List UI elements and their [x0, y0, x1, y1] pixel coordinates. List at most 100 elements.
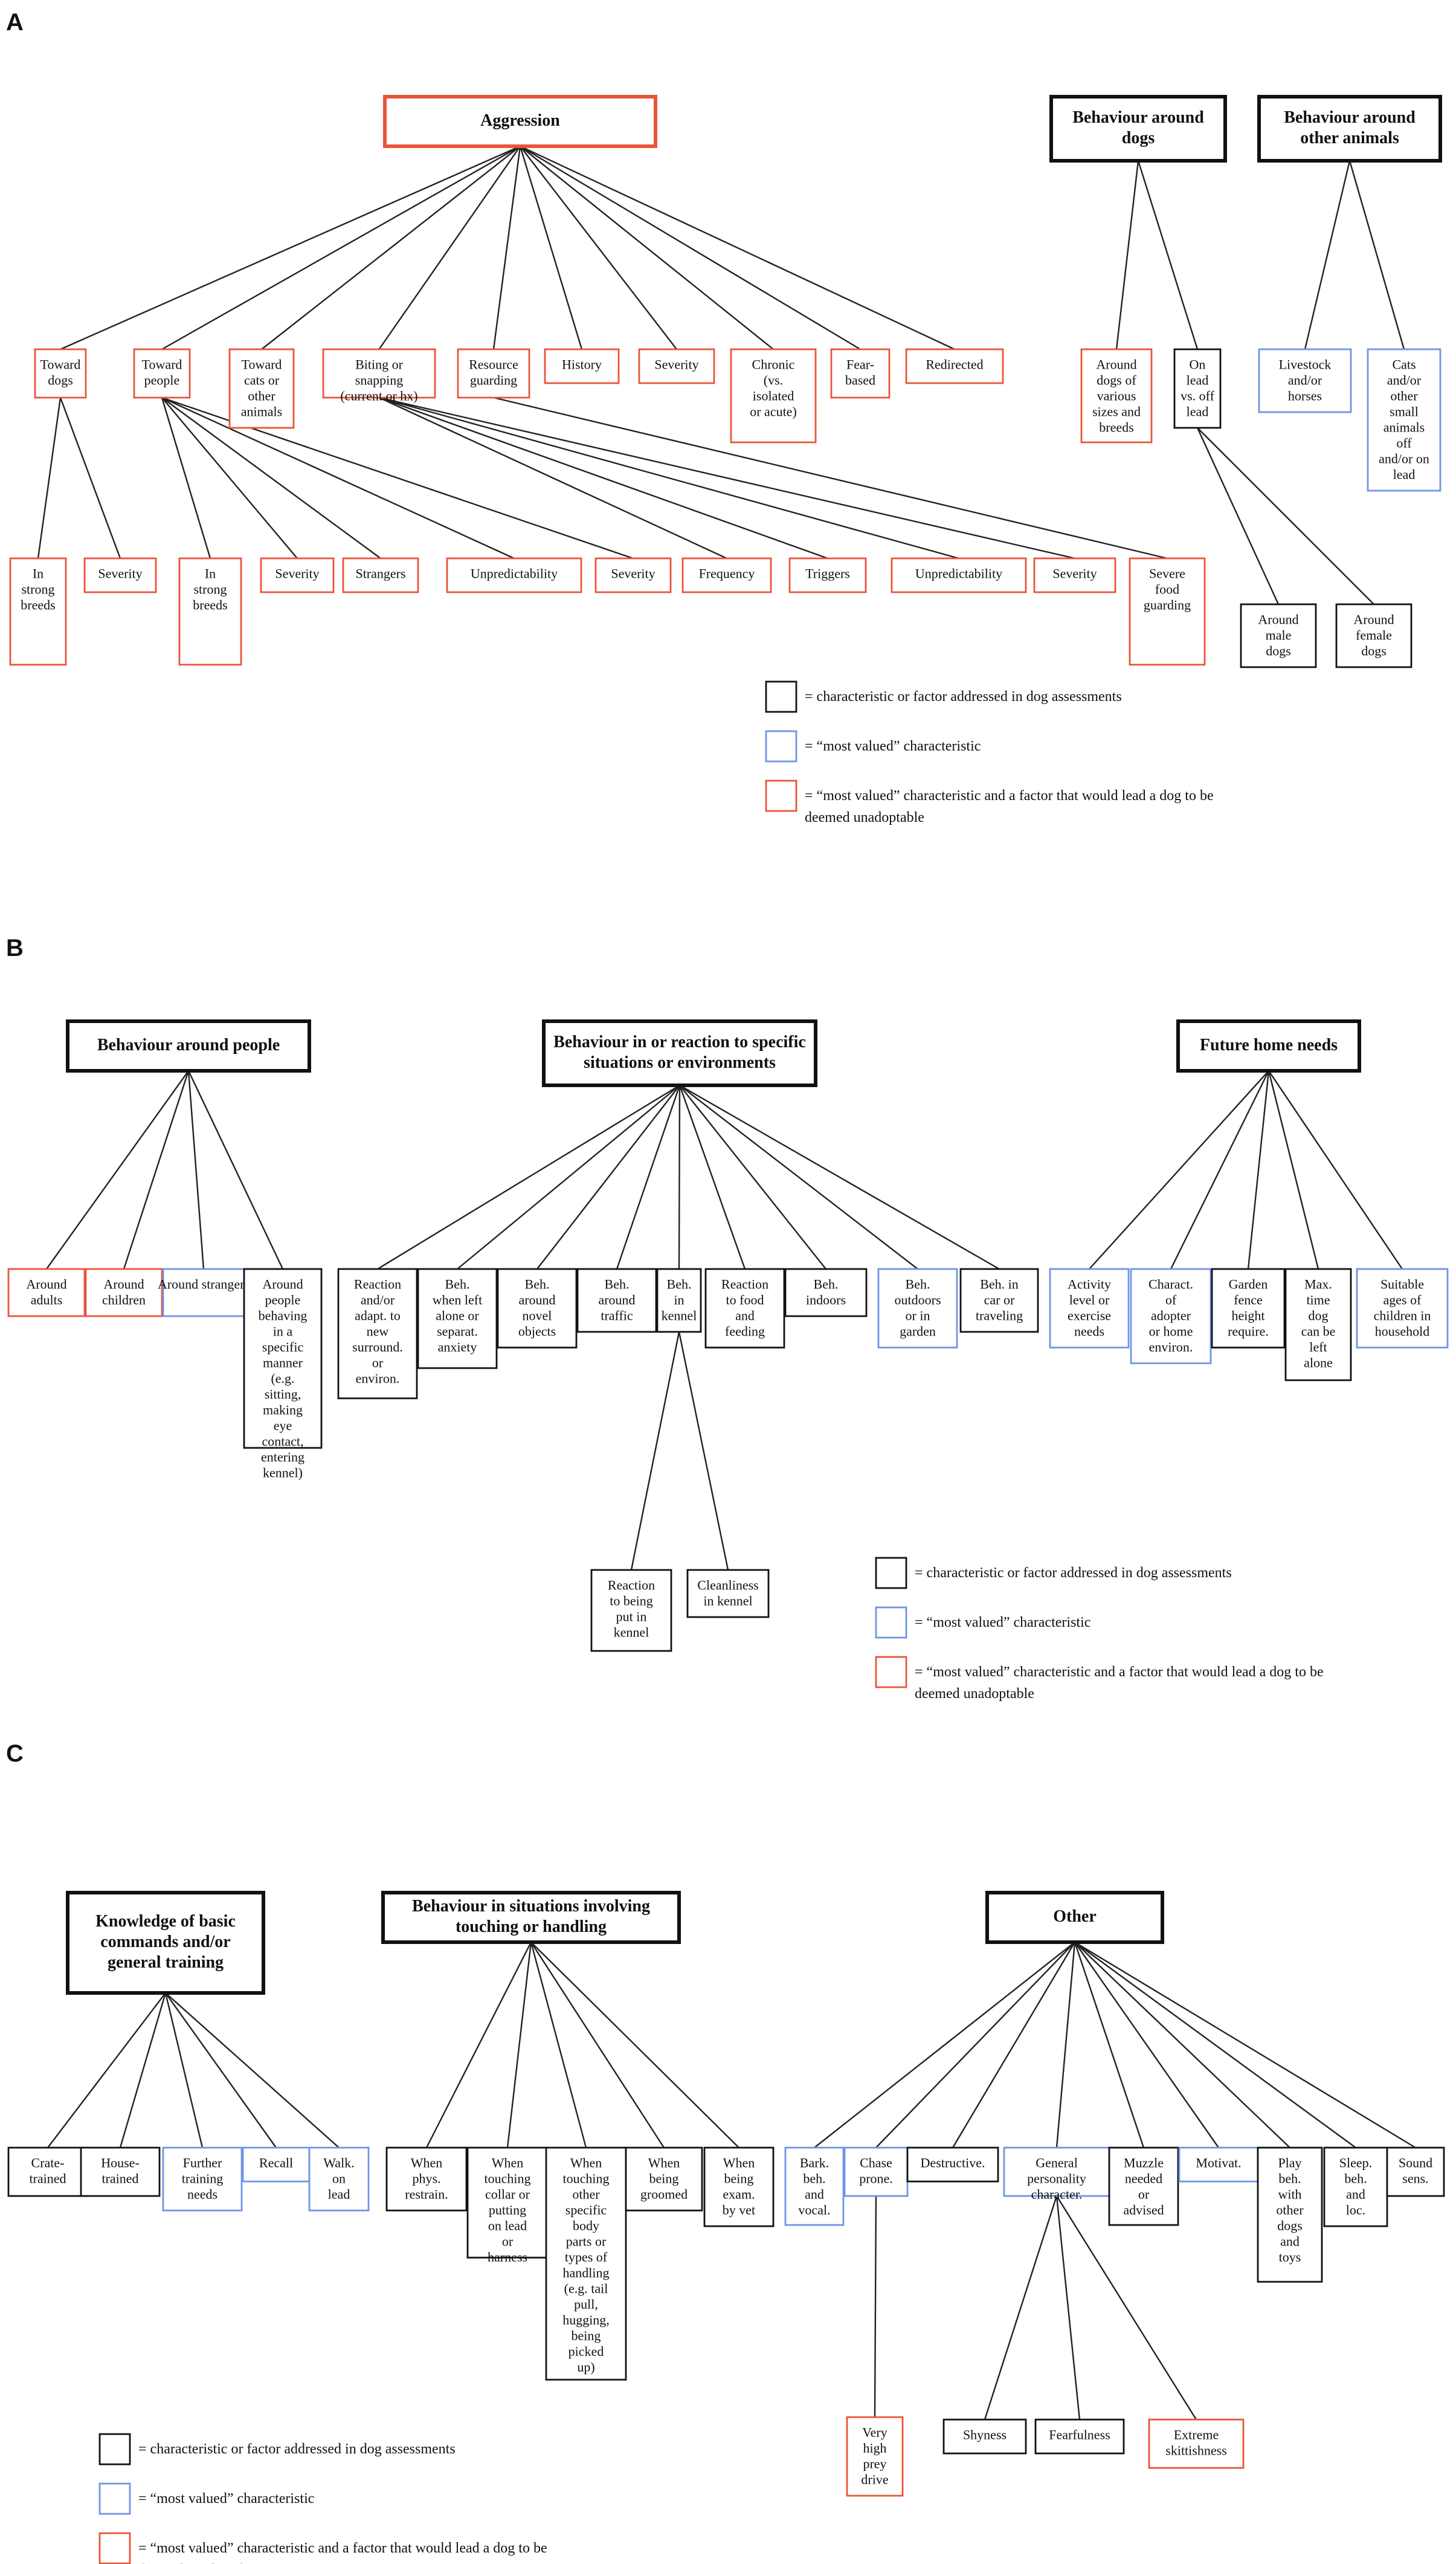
node-box — [308, 2146, 370, 2212]
node-label-line: and — [1346, 2187, 1365, 2202]
node-box — [784, 1268, 868, 1317]
node-label-line: Chronic — [752, 357, 795, 372]
node-box — [703, 2146, 775, 2227]
legend-label-black: = characteristic or factor addressed in … — [138, 2441, 456, 2457]
node-label-line: food — [1155, 582, 1179, 597]
node-label-line: collar or — [485, 2187, 530, 2202]
legend-label-red: = “most valued” characteristic and a fac… — [915, 1664, 1324, 1680]
edge-banimals-to-o_livestock — [1304, 160, 1351, 350]
node-box — [1335, 603, 1413, 668]
node-label: Severity — [275, 566, 319, 581]
node-label-line: garden — [900, 1324, 936, 1339]
node-box — [383, 95, 657, 148]
node-label-line: Beh. — [445, 1277, 470, 1292]
node-l-strangers: Strangers — [342, 557, 419, 593]
node-label-line: female — [1356, 628, 1392, 643]
node-label-line: situations or environments — [584, 1053, 776, 1072]
node-box — [7, 1268, 86, 1317]
node-box — [1049, 95, 1227, 163]
edge-s_kennel-to-k_clean — [678, 1331, 729, 1571]
node-box — [381, 1891, 681, 1944]
node-label-line: specific — [262, 1340, 304, 1355]
node-box — [905, 348, 1004, 384]
node-label-line: and — [1280, 2234, 1300, 2249]
node-box — [417, 1268, 498, 1369]
legend-swatch-red — [875, 1656, 907, 1688]
node-box — [133, 348, 191, 399]
node-label-line: breeds — [193, 598, 227, 613]
edge-d_onlead-to-l_male — [1196, 427, 1280, 605]
node-box — [704, 1268, 785, 1349]
node-box — [843, 2146, 909, 2197]
node-label-line: Reaction — [354, 1277, 401, 1292]
node-label-line: Extreme — [1174, 2427, 1219, 2443]
node-label-line: and/or on — [1379, 451, 1429, 467]
node-label-line: Around — [1353, 612, 1394, 627]
node-label-line: Beh. — [906, 1277, 930, 1292]
node-label-line: vs. off — [1181, 389, 1214, 404]
node-label-line: surround. — [352, 1340, 403, 1355]
edge-o_general-to-o_shy — [984, 2195, 1058, 2420]
node-l-sev3: Severity — [594, 557, 672, 593]
edge-aggr-to-a_tpeople — [161, 145, 521, 350]
edge-ot-to-o_muzzle — [1074, 1942, 1145, 2148]
node-label-line: sitting, — [265, 1387, 301, 1402]
node-label-line: in — [674, 1293, 684, 1308]
node-box — [1003, 2146, 1110, 2197]
edge-bp-to-p_strangers — [187, 1070, 205, 1270]
node-label: Fearfulness — [1049, 2427, 1110, 2443]
edge-d_onlead-to-l_female — [1197, 427, 1374, 605]
node-label-line: fence — [1234, 1293, 1263, 1308]
node-label-line: strong — [22, 582, 55, 597]
node-label-line: Fear- — [846, 357, 874, 372]
node-label-line: Recall — [259, 2156, 293, 2171]
node-label-line: Crate- — [31, 2156, 65, 2171]
edge-banimals-to-o_cats — [1348, 160, 1405, 350]
node-box — [66, 1891, 265, 1995]
node-label-line: drive — [861, 2472, 888, 2487]
node-label-line: being — [649, 2171, 679, 2186]
edge-fh-to-h_adopter — [1170, 1070, 1270, 1270]
node-label-line: to being — [610, 1594, 653, 1609]
node-label-line: alone or — [436, 1308, 479, 1323]
node-label-line: body — [573, 2218, 599, 2233]
node-label: Fear-based — [845, 357, 875, 388]
node-label-line: or home — [1149, 1324, 1193, 1339]
edge-ot-to-o_bark — [814, 1942, 1075, 2148]
node-label-line: male — [1266, 628, 1292, 643]
legend-label-red: deemed unadoptable — [805, 810, 924, 825]
node-label-line: In — [33, 566, 43, 581]
legend-label-blue: = “most valued” characteristic — [805, 738, 981, 754]
node-label-line: Unpredictability — [915, 566, 1002, 581]
node-label-line: outdoors — [895, 1293, 941, 1308]
node-label: Frequency — [699, 566, 755, 581]
node-label-line: Severity — [1052, 566, 1097, 581]
node-box — [9, 557, 67, 666]
node-label: Future home needs — [1200, 1036, 1338, 1054]
node-o-motiv: Motivat. — [1178, 2146, 1259, 2183]
node-label-line: Frequency — [699, 566, 755, 581]
node-label-line: objects — [518, 1324, 556, 1339]
node-label-line: Behaviour around — [1072, 108, 1204, 127]
edge-bt-to-t_collar — [506, 1942, 532, 2148]
node-label-line: high — [863, 2441, 886, 2456]
node-label-line: specific — [565, 2203, 607, 2218]
legend-swatch-black — [98, 2433, 131, 2466]
